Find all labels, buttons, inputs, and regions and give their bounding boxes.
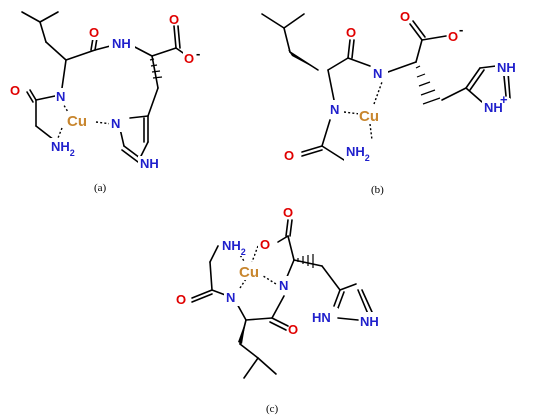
hashed-bond bbox=[149, 58, 163, 79]
hashed-bond bbox=[297, 254, 314, 268]
hashed-bond bbox=[415, 65, 441, 105]
atom-o: O bbox=[400, 9, 410, 24]
atom-nh: NH bbox=[112, 36, 131, 51]
structure-b: O O - O N N Cu O NH2 NH NH + bbox=[261, 9, 521, 164]
atom-nh2: NH2 bbox=[51, 139, 75, 158]
atom-o: O bbox=[10, 83, 20, 98]
atom-hn: HN bbox=[312, 310, 331, 325]
atom-o: O bbox=[284, 148, 294, 163]
atom-nh2: NH2 bbox=[346, 144, 370, 163]
wedge-bond bbox=[238, 320, 246, 344]
atom-n: N bbox=[373, 66, 382, 81]
atom-n: N bbox=[226, 290, 235, 305]
wedge-bond bbox=[288, 50, 318, 70]
wedge-bond bbox=[44, 40, 66, 60]
atom-o-carboxylate: O bbox=[448, 29, 458, 44]
structure-a: NH O O O - N O Cu N NH2 NH bbox=[10, 11, 200, 172]
atom-nh: NH bbox=[360, 314, 379, 329]
caption-c: (c) bbox=[266, 403, 279, 415]
atom-o-carboxylate: O bbox=[260, 237, 270, 252]
negative-charge: - bbox=[459, 22, 463, 37]
atom-o: O bbox=[176, 292, 186, 307]
positive-charge: + bbox=[500, 92, 508, 107]
atom-n: N bbox=[279, 278, 288, 293]
atom-o: O bbox=[169, 12, 179, 27]
atom-o-carboxylate: O bbox=[184, 51, 194, 66]
atom-n: N bbox=[330, 102, 339, 117]
atom-cu: Cu bbox=[239, 264, 259, 281]
atom-o: O bbox=[283, 205, 293, 220]
atom-cu: Cu bbox=[67, 113, 87, 130]
atom-nh: NH bbox=[140, 156, 159, 171]
negative-charge: - bbox=[196, 46, 200, 61]
caption-a: (a) bbox=[94, 182, 107, 194]
bonds-c bbox=[191, 219, 373, 379]
atom-nh: NH bbox=[497, 60, 516, 75]
atom-o: O bbox=[89, 25, 99, 40]
bonds-b bbox=[261, 13, 511, 161]
atom-o: O bbox=[288, 322, 298, 337]
atom-cu: Cu bbox=[359, 108, 379, 125]
atom-n: N bbox=[111, 116, 120, 131]
atom-nh2: NH2 bbox=[222, 238, 246, 257]
caption-b: (b) bbox=[371, 184, 384, 196]
bonds-a bbox=[21, 11, 187, 163]
atom-o: O bbox=[346, 25, 356, 40]
atom-nh: NH bbox=[484, 100, 503, 115]
atom-n: N bbox=[56, 89, 65, 104]
structure-c: O O NH2 Cu N N O O HN NH bbox=[176, 205, 384, 379]
